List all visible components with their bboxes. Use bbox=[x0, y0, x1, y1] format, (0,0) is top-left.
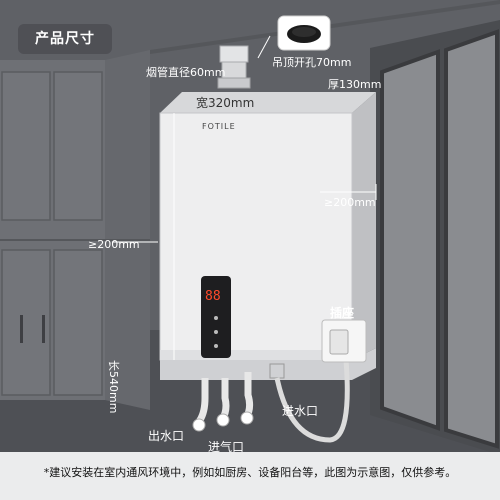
water-out-label: 出水口 bbox=[148, 429, 185, 443]
height-label: 长540mm bbox=[107, 360, 120, 414]
flue-pipe bbox=[217, 45, 251, 89]
power-cord bbox=[274, 359, 350, 443]
dimension-lines bbox=[112, 35, 377, 360]
left-cabinet bbox=[0, 50, 150, 410]
brand-logo: FOTILE bbox=[202, 122, 236, 131]
width-label: 宽320mm bbox=[196, 96, 255, 110]
flue-pipe-label: 烟管直径60mm bbox=[146, 66, 226, 79]
water-heater: 88 bbox=[159, 92, 376, 380]
left-clearance-label: ≥200mm bbox=[88, 238, 140, 251]
right-clearance-label: ≥200mm bbox=[324, 196, 376, 209]
heater-pipes bbox=[192, 359, 350, 443]
footer-bar bbox=[0, 452, 500, 500]
socket-label: 插座 bbox=[330, 306, 355, 320]
water-in-label: 进水口 bbox=[282, 404, 319, 418]
footer-note: *建议安装在室内通风环境中，例如如厨房、设备阳台等，此图为示意图，仅供参考。 bbox=[43, 466, 457, 479]
socket-icon bbox=[321, 319, 367, 363]
ceiling-hole-icon bbox=[277, 15, 331, 51]
ceiling-hole-label: 吊顶开孔70mm bbox=[272, 56, 352, 69]
window-frame bbox=[370, 20, 500, 455]
svg-text:88: 88 bbox=[205, 289, 221, 304]
depth-label: 厚130mm bbox=[328, 78, 382, 91]
gas-in-label: 进气口 bbox=[208, 440, 245, 454]
section-title: 产品尺寸 bbox=[18, 24, 112, 54]
